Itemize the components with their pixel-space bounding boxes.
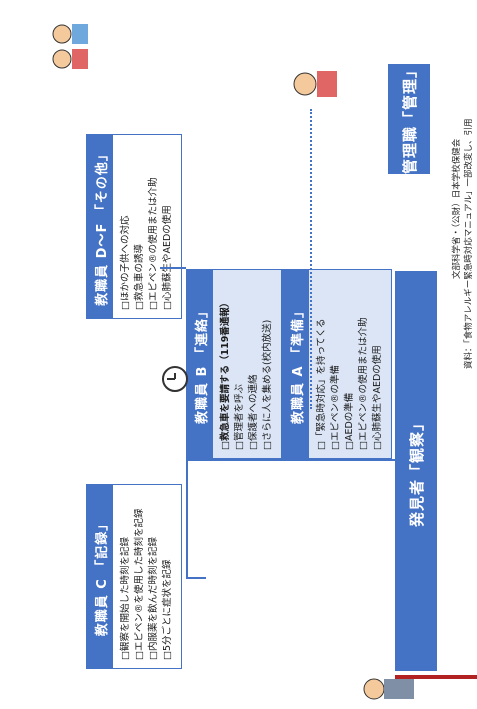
- staff-df-panel: 教職員 D～F 「その他」 □ほかの子供への対応 □救急車の誘導 □エピペン®の…: [86, 134, 182, 319]
- list-item: □エピペン®の準備: [330, 365, 341, 450]
- staff-a-items: □「緊急時対応」を持ってくる □エピペン®の準備 □AEDの準備 □エピペン®の…: [315, 276, 385, 450]
- clock-icon: [162, 366, 188, 392]
- children-figure-icon: [52, 24, 88, 69]
- staff-a-panel: 教職員 A 「準備」 □「緊急時対応」を持ってくる □エピペン®の準備 □AED…: [282, 269, 392, 459]
- list-item: □ほかの子供への対応: [120, 215, 131, 310]
- staff-b-panel: 教職員 B 「連絡」 □救急車を要請する（119番通報） □管理者を呼ぶ □保護…: [186, 269, 282, 459]
- connector-line: [186, 577, 206, 579]
- staff-a-title: 教職員 A 「準備」: [283, 270, 309, 458]
- list-item: □「緊急時対応」を持ってくる: [316, 318, 327, 450]
- child-figure-icon: [293, 71, 337, 97]
- list-item: □さらに人を集める(校内放送): [262, 319, 273, 450]
- list-item: □救急車を要請する（119番通報）: [220, 297, 231, 450]
- list-item: □管理者を呼ぶ: [234, 384, 245, 450]
- discoverer-header: 発見者「観察」: [395, 271, 437, 671]
- list-item: □エピペン®の使用または介助: [358, 317, 369, 450]
- list-item: □5分ごとに症状を記録: [162, 559, 173, 660]
- list-item: □エピペン®の使用または介助: [148, 177, 159, 310]
- list-item: □エピペン®を使用した時刻を記録: [134, 508, 145, 660]
- connector-line: [186, 461, 188, 579]
- staff-df-items: □ほかの子供への対応 □救急車の誘導 □エピペン®の使用または介助 □心肺蘇生や…: [119, 141, 175, 310]
- manager-header: 管理職「管理」: [388, 62, 430, 174]
- staff-b-title: 教職員 B 「連絡」: [187, 270, 213, 458]
- dotted-connector: [310, 109, 312, 409]
- staff-c-items: □観察を開始した時刻を記録 □エピペン®を使用した時刻を記録 □内服薬を飲んだ時…: [119, 491, 175, 660]
- list-item: □保護者への連絡: [248, 374, 259, 450]
- list-item: □AEDの準備: [344, 392, 355, 450]
- list-item: □救急車の誘導: [134, 244, 145, 310]
- list-item: □内服薬を飲んだ時刻を記録: [148, 537, 159, 660]
- list-item: □心肺蘇生やAEDの使用: [162, 205, 173, 310]
- connector-line: [186, 459, 395, 461]
- teacher-figure-icon: [363, 678, 414, 700]
- staff-b-items: □救急車を要請する（119番通報） □管理者を呼ぶ □保護者への連絡 □さらに人…: [219, 276, 275, 450]
- staff-c-title: 教職員 C 「記録」: [87, 485, 113, 668]
- source-line-1: 文部科学省・（公財）日本学校保健会: [452, 138, 462, 279]
- list-item: □観察を開始した時刻を記録: [120, 537, 131, 660]
- list-item: □心肺蘇生やAEDの使用: [372, 345, 383, 450]
- source-line-2: 資料：「食物アレルギー緊急時対応マニュアル」一部改変し、引用: [464, 118, 474, 370]
- staff-c-panel: 教職員 C 「記録」 □観察を開始した時刻を記録 □エピペン®を使用した時刻を記…: [86, 484, 182, 669]
- connector-line: [160, 267, 186, 269]
- staff-df-title: 教職員 D～F 「その他」: [87, 135, 113, 318]
